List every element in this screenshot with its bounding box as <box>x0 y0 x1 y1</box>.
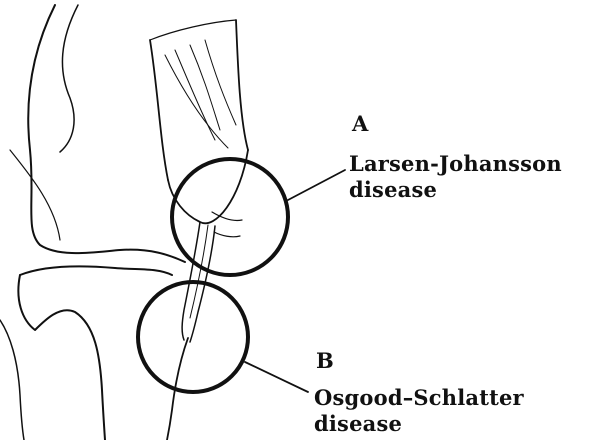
circle-a <box>172 159 288 275</box>
label-a-disease-word: disease <box>349 178 437 202</box>
tendon-fibers-1 <box>165 55 228 148</box>
label-b-disease-word: disease <box>314 412 402 436</box>
label-a-letter: A <box>352 112 369 136</box>
tibial-plateau <box>20 266 172 275</box>
femur-inner-contour <box>60 5 78 152</box>
tibia-outline <box>18 275 105 440</box>
leader-line-b <box>245 362 308 392</box>
tendon-fragment <box>212 212 242 237</box>
tendon-fibers-3 <box>190 45 220 130</box>
tendon-fibers-4 <box>205 40 236 125</box>
quadriceps-tendon-right <box>236 20 248 150</box>
label-a-disease-name: Larsen-Johansson <box>349 152 562 176</box>
femur-condyle-line <box>10 150 60 240</box>
label-b-disease-name: Osgood–Schlatter <box>314 386 524 410</box>
label-b-letter: B <box>316 349 334 373</box>
fibula-head <box>0 320 24 440</box>
leader-line-a <box>288 170 345 200</box>
circle-b <box>138 282 248 392</box>
tendon-top <box>150 20 236 40</box>
quadriceps-tendon-left <box>150 40 168 180</box>
